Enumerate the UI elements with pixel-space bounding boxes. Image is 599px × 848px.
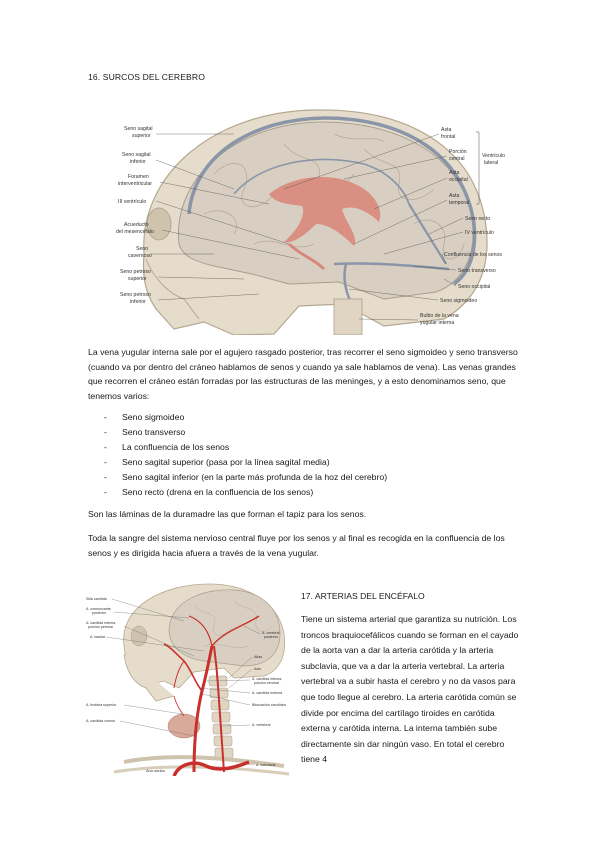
brain-arteries-figure: Silla carótida A. comunicante posterior …: [84, 576, 292, 776]
label-petroso-sup-2: superior: [128, 276, 147, 282]
label-cerebral-post-2: posterior: [264, 635, 279, 639]
label-iv-ventriculo: IV ventrículo: [465, 230, 494, 236]
label-bulbo-1: Bulbo de la vena: [420, 313, 459, 319]
list-item: -Seno sagital superior (pasa por la líne…: [104, 455, 387, 470]
left-leader-lines: [150, 133, 300, 301]
right-labels: A. cerebral posterior Atlas Axis A. caró…: [252, 631, 286, 767]
list-marker: -: [104, 427, 107, 437]
arteries: [163, 615, 260, 773]
list-marker: -: [104, 472, 107, 482]
paragraph-blood-flow: Toda la sangre del sistema nervioso cent…: [88, 533, 505, 558]
label-bulbo-2: yugular interna: [420, 320, 454, 326]
third-ventricle: [287, 242, 326, 271]
list-marker: -: [104, 442, 107, 452]
list-item: -Seno transverso: [104, 425, 387, 440]
paragraph-arteries: Tiene un sistema arterial que garantiza …: [301, 614, 519, 765]
label-asta-temporal-1: Asta: [449, 193, 459, 199]
list-marker: -: [104, 487, 107, 497]
section-17-title: 17. ARTERIAS DEL ENCÉFALO: [301, 591, 425, 601]
paragraph-venous-sinuses: La vena yugular interna sale por el aguj…: [88, 347, 518, 401]
label-silla: Silla carótida: [86, 597, 107, 601]
label-petroso-inf-2: inferior: [130, 299, 146, 305]
section-16-title: 16. SURCOS DEL CEREBRO: [88, 72, 205, 82]
label-seno-sagital-inf-1: Seno sagital: [122, 152, 151, 158]
label-petroso-inf-1: Seno petroso: [120, 292, 151, 298]
brain-sinuses-illustration: Seno sagital superior Seno sagital infer…: [84, 94, 518, 335]
label-ventriculo-lateral-2: lateral: [484, 160, 498, 166]
label-porcion-central-2: central: [449, 156, 465, 162]
label-cerebral-post-1: A. cerebral: [262, 631, 280, 635]
label-tiroidea-sup: A. tiroidea superior: [86, 703, 117, 707]
label-seno-cavernoso-1: Seno: [136, 246, 148, 252]
left-labels: Silla carótida A. comunicante posterior …: [86, 597, 165, 773]
label-subclavia: A. subclavia: [256, 763, 275, 767]
label-foramen-2: interventricular: [118, 181, 152, 187]
label-arco-aortico: Arco aórtico: [146, 769, 165, 773]
label-foramen-1: Foramen: [128, 174, 149, 180]
paragraph-duramadre: Son las láminas de la duramadre las que …: [88, 509, 367, 519]
label-carotida-int-petrosa-2: porción petrosa: [88, 625, 113, 629]
label-atlas: Atlas: [254, 655, 262, 659]
label-ventriculo-lateral-1: Ventrículo: [482, 153, 505, 159]
list-marker: -: [104, 412, 107, 422]
orbit-shape: [146, 207, 172, 241]
label-petroso-sup-1: Seno petroso: [120, 269, 151, 275]
label-seno-sagital-sup-1: Seno sagital: [124, 126, 153, 132]
sinus-list: -Seno sigmoideo -Seno transverso - La co…: [104, 410, 387, 500]
label-porcion-central-1: Porción: [449, 149, 467, 155]
aortic-arch: [172, 760, 250, 776]
inferior-sagittal-sinus: [233, 158, 410, 205]
list-item: -Seno sigmoideo: [104, 410, 387, 425]
orbit-shape: [130, 625, 148, 647]
ventricle-bracket: [476, 131, 480, 205]
thyroid-shape: [167, 713, 201, 739]
list-marker: -: [104, 457, 107, 467]
label-acueducto-1: Acueducto: [124, 222, 149, 228]
label-seno-sagital-inf-2: inferior: [130, 159, 146, 165]
label-comunicante-2: posterior: [92, 611, 107, 615]
list-item: -Seno sagital inferior (en la parte más …: [104, 470, 387, 485]
label-vertebral: A. vertebral: [252, 723, 271, 727]
label-carotida-int-cerv-1: A. carótida interna,: [252, 677, 282, 681]
brain-sinuses-figure: Seno sagital superior Seno sagital infer…: [84, 94, 518, 335]
label-asta-occipital-2: occipital: [449, 177, 468, 183]
label-bifurcacion: Bifurcación carotídea: [252, 703, 286, 707]
superior-sagittal-sinus: [187, 116, 477, 286]
label-seno-occipital: Seno occipital: [458, 284, 490, 290]
brain-arteries-illustration: Silla carótida A. comunicante posterior …: [84, 576, 292, 776]
lateral-ventricle: [269, 176, 381, 246]
label-asta-frontal-1: Asta: [441, 127, 451, 133]
label-acueducto-2: del mesencéfalo: [116, 229, 154, 235]
brain-shape: [168, 589, 281, 667]
label-seno-recto: Seno recto: [465, 216, 490, 222]
label-asta-frontal-2: frontal: [441, 134, 455, 140]
label-carotida-int-petrosa-1: A. carótida interna,: [86, 621, 116, 625]
label-comunicante-1: A. comunicante: [86, 607, 111, 611]
label-seno-cavernoso-2: cavernoso: [128, 253, 152, 259]
label-seno-sagital-sup-2: superior: [132, 133, 151, 139]
label-seno-transverso: Seno transverso: [458, 268, 496, 274]
label-axis: Axis: [254, 667, 261, 671]
list-item: -Seno recto (drena en la confluencia de …: [104, 485, 387, 500]
label-seno-sigmoideo: Seno sigmoideo: [440, 298, 477, 304]
label-carotida-comun: A. carótida común: [86, 719, 115, 723]
transverse-sinus: [333, 262, 450, 271]
label-carotida-int-cerv-2: porción cervical: [254, 681, 279, 685]
label-iii-ventriculo: III ventrículo: [118, 199, 146, 205]
label-asta-temporal-2: temporal: [449, 200, 469, 206]
list-item: - La confluencia de los senos: [104, 440, 387, 455]
label-confluencia: Confluencia de los senos: [444, 252, 502, 258]
label-asta-occipital-1: Asta: [449, 170, 459, 176]
straight-sinus: [408, 203, 447, 265]
right-leader-lines: [283, 133, 464, 321]
right-labels: Asta frontal Porción central Asta occipi…: [420, 127, 505, 326]
label-carotida-ext: A. carótida externa: [252, 691, 282, 695]
label-basilar: A. basilar: [90, 635, 106, 639]
left-labels: Seno sagital superior Seno sagital infer…: [116, 126, 154, 305]
